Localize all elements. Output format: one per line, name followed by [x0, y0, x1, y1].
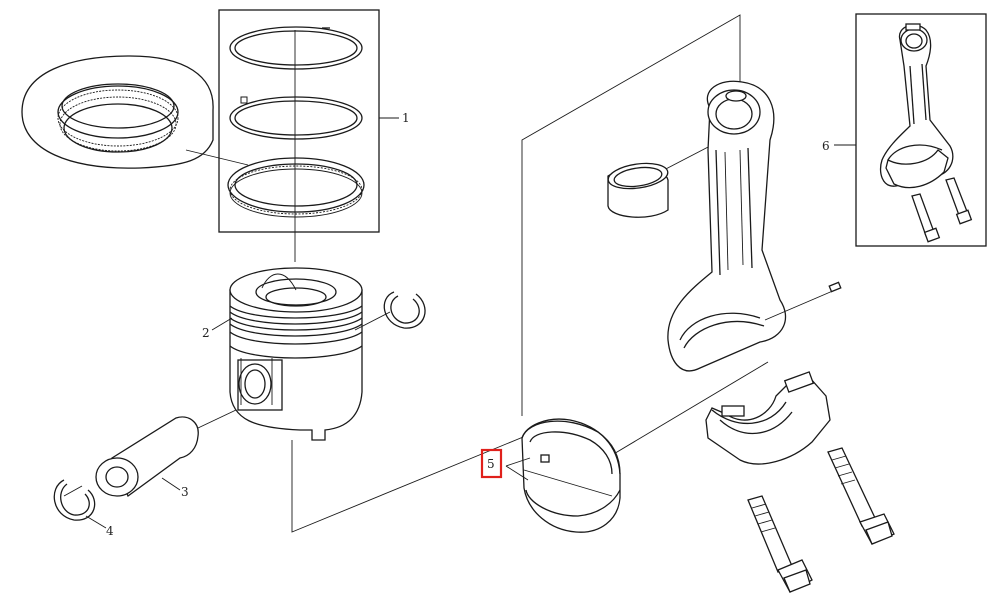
connecting-rod-assembly[interactable]: 6 — [822, 13, 987, 247]
callout-5-highlight-box — [480, 448, 503, 479]
ring-set-frame — [218, 9, 380, 233]
assembly-bracket-lines — [291, 14, 769, 533]
rod-assembly-frame — [855, 13, 987, 247]
callout-2-label[interactable]: 2 — [202, 326, 210, 340]
piston-ring-set[interactable]: 1 — [218, 9, 410, 233]
callout-5-leader-a — [505, 457, 531, 467]
callout-5-leader-b — [505, 465, 529, 481]
callout-4-leader — [85, 515, 107, 529]
connecting-rod — [667, 80, 842, 372]
callout-3-label[interactable]: 3 — [181, 485, 189, 499]
bearing-shells[interactable]: 5 — [480, 418, 621, 533]
callout-6-label[interactable]: 6 — [822, 139, 830, 153]
middle-ring — [229, 96, 363, 140]
callout-4-label[interactable]: 4 — [106, 524, 114, 538]
callout-3-leader — [161, 477, 181, 491]
oil-ring-detail-bubble — [21, 55, 249, 169]
rod-bolt-right — [827, 447, 895, 545]
callout-2-leader — [211, 317, 233, 331]
snap-ring-lower[interactable]: 4 — [53, 479, 114, 538]
callout-1-label[interactable]: 1 — [402, 111, 410, 125]
rod-bolt-left — [747, 495, 813, 593]
callout-5-label[interactable]: 5 — [487, 457, 495, 471]
piston[interactable]: 2 — [202, 267, 363, 441]
snap-ring-upper — [354, 291, 426, 331]
piston-pin[interactable]: 3 — [95, 409, 237, 499]
small-end-bushing — [607, 162, 669, 218]
rod-cap — [705, 371, 831, 465]
top-ring — [229, 26, 363, 70]
oil-control-ring — [227, 157, 365, 218]
